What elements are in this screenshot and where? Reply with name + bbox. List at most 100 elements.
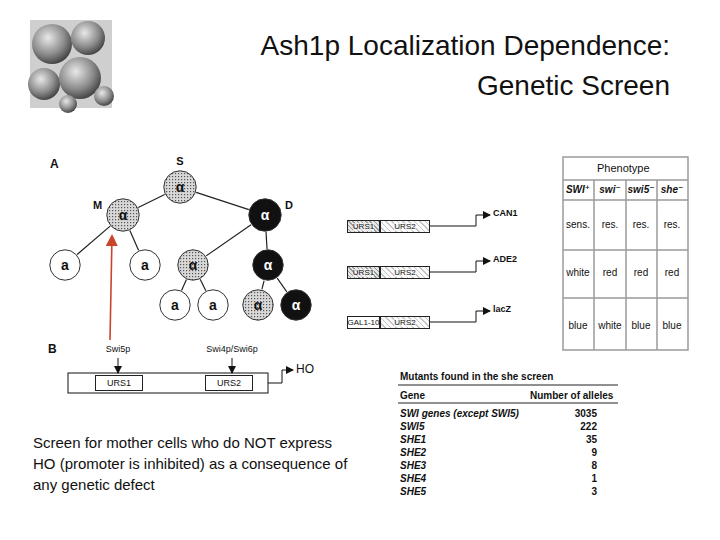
node-text: a: [61, 258, 69, 272]
cell-circle: a: [129, 249, 161, 281]
node-text: URS2: [217, 379, 241, 388]
lineage-line: [266, 232, 267, 249]
lineage-line: [200, 279, 206, 290]
table-cell: blue: [663, 320, 682, 331]
lineage-line: [77, 226, 110, 254]
node-text: URS2: [394, 223, 415, 231]
table-cell: red: [634, 267, 648, 278]
table-cell: blue: [632, 320, 651, 331]
phenotype-grid: [563, 157, 688, 350]
table-cell: SWI⁺: [566, 184, 590, 195]
table-cell: 1: [591, 473, 597, 484]
circle-shape: [164, 171, 196, 203]
circle-shape: [50, 250, 80, 280]
gene-name: CAN1: [493, 209, 518, 219]
gene-name: ADE2: [493, 255, 517, 265]
table-cell: white: [598, 320, 621, 331]
panel-letter: B: [48, 343, 57, 356]
ho-promoter: [68, 358, 293, 393]
box-shape: [348, 317, 380, 329]
lineage-line: [277, 278, 287, 292]
cell-circle: α: [177, 249, 209, 281]
box-shape: [381, 267, 430, 279]
cell-label: D: [285, 199, 293, 211]
yeast-photo: [28, 20, 114, 113]
table-cell: 222: [580, 421, 597, 432]
lineage-line: [262, 281, 264, 290]
table-cell: SHE1: [400, 434, 426, 445]
table-cell: res.: [602, 219, 619, 230]
node-text: α: [189, 258, 198, 272]
promoter-box: URS2: [380, 220, 430, 233]
table-cell: SHE5: [400, 486, 426, 497]
table-cell: swi⁻: [599, 184, 620, 195]
gene-name: HO: [296, 363, 314, 376]
panel-letter: A: [50, 158, 59, 171]
cell-circle: a: [49, 249, 81, 281]
table-cell: 3: [591, 486, 597, 497]
table-header: Gene: [400, 390, 425, 401]
node-text: α: [254, 298, 263, 312]
cell-circle: a: [159, 289, 191, 321]
lineage-line: [182, 280, 187, 291]
table-heading: Mutants found in the she screen: [400, 371, 553, 382]
table-cell: SWI genes (except SWI5): [400, 408, 519, 419]
node-text: α: [292, 298, 301, 312]
circle-shape: [198, 290, 228, 320]
pointer-arrow: [110, 236, 112, 340]
table-header: Number of alleles: [530, 390, 613, 401]
node-text: URS1: [353, 269, 374, 277]
box-shape: [96, 376, 143, 391]
circle-shape: [178, 250, 208, 280]
table-cell: blue: [569, 320, 588, 331]
table-cell: she⁻: [661, 184, 684, 195]
table-cell: 3035: [575, 408, 597, 419]
box-shape: [348, 267, 380, 279]
table-cell: SHE2: [400, 447, 426, 458]
promoter-box: GAL1-10: [347, 316, 380, 329]
circle-shape: [281, 290, 311, 320]
box-shape: [381, 221, 430, 233]
node-text: α: [264, 258, 273, 272]
promoter-box: URS1: [347, 220, 380, 233]
circle-shape: [253, 250, 283, 280]
promoter-box: URS1: [95, 375, 143, 391]
mutant-table-rules: [398, 385, 618, 403]
table-heading: Phenotype: [597, 162, 650, 174]
table-cell: swi5⁻: [628, 184, 655, 195]
reporter-arrows: [430, 215, 490, 322]
table-cell: red: [665, 267, 679, 278]
table-cell: red: [603, 267, 617, 278]
cell-circle: α: [280, 289, 312, 321]
promoter-box: URS1: [347, 266, 380, 279]
cell-label: M: [93, 199, 102, 211]
cell-circle: α: [252, 249, 284, 281]
table-cell: res.: [664, 219, 681, 230]
node-text: α: [261, 208, 270, 222]
node-text: α: [119, 208, 128, 222]
cell-circle: a: [197, 289, 229, 321]
node-text: URS2: [394, 319, 415, 327]
promoter-box: URS2: [380, 266, 430, 279]
gene-name: lacZ: [493, 305, 511, 315]
cell-circle: α: [248, 198, 282, 232]
table-cell: res.: [633, 219, 650, 230]
table-cell: 35: [586, 434, 597, 445]
table-cell: sens.: [566, 219, 590, 230]
circle-shape: [249, 199, 281, 231]
table-cell: 8: [591, 460, 597, 471]
table-cell: SHE3: [400, 460, 426, 471]
table-cell: 9: [591, 447, 597, 458]
box-shape: [381, 317, 430, 329]
promoter-box: URS2: [380, 316, 430, 329]
lineage-line: [130, 231, 139, 251]
cell-circle: α: [163, 170, 197, 204]
lineage-line: [206, 225, 251, 256]
slide-title: Ash1p Localization Dependence: Genetic S…: [190, 26, 670, 106]
node-text: a: [209, 298, 217, 312]
cell-label: S: [176, 155, 183, 167]
circle-shape: [130, 250, 160, 280]
cell-circle: α: [242, 289, 274, 321]
factor-name: Swi4p/Swi6p: [206, 345, 258, 355]
